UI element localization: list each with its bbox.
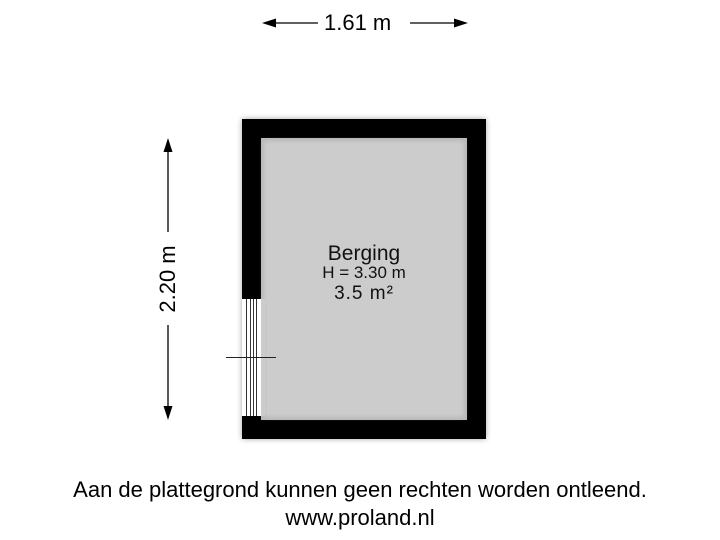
disclaimer-text: Aan de plattegrond kunnen geen rechten w… xyxy=(73,477,647,502)
width-dimension-label: 1.61 m xyxy=(324,10,392,35)
width-dimension-arrow xyxy=(262,18,468,28)
website-link[interactable]: www.proland.nl xyxy=(285,505,435,530)
height-dimension-label: 2.20 m xyxy=(155,245,180,313)
room-area: 3.5 m² xyxy=(334,283,394,304)
room-height: H = 3.30 m xyxy=(322,263,406,282)
height-dimension-arrow xyxy=(163,138,173,420)
window xyxy=(226,299,276,416)
room-name: Berging xyxy=(327,242,401,265)
